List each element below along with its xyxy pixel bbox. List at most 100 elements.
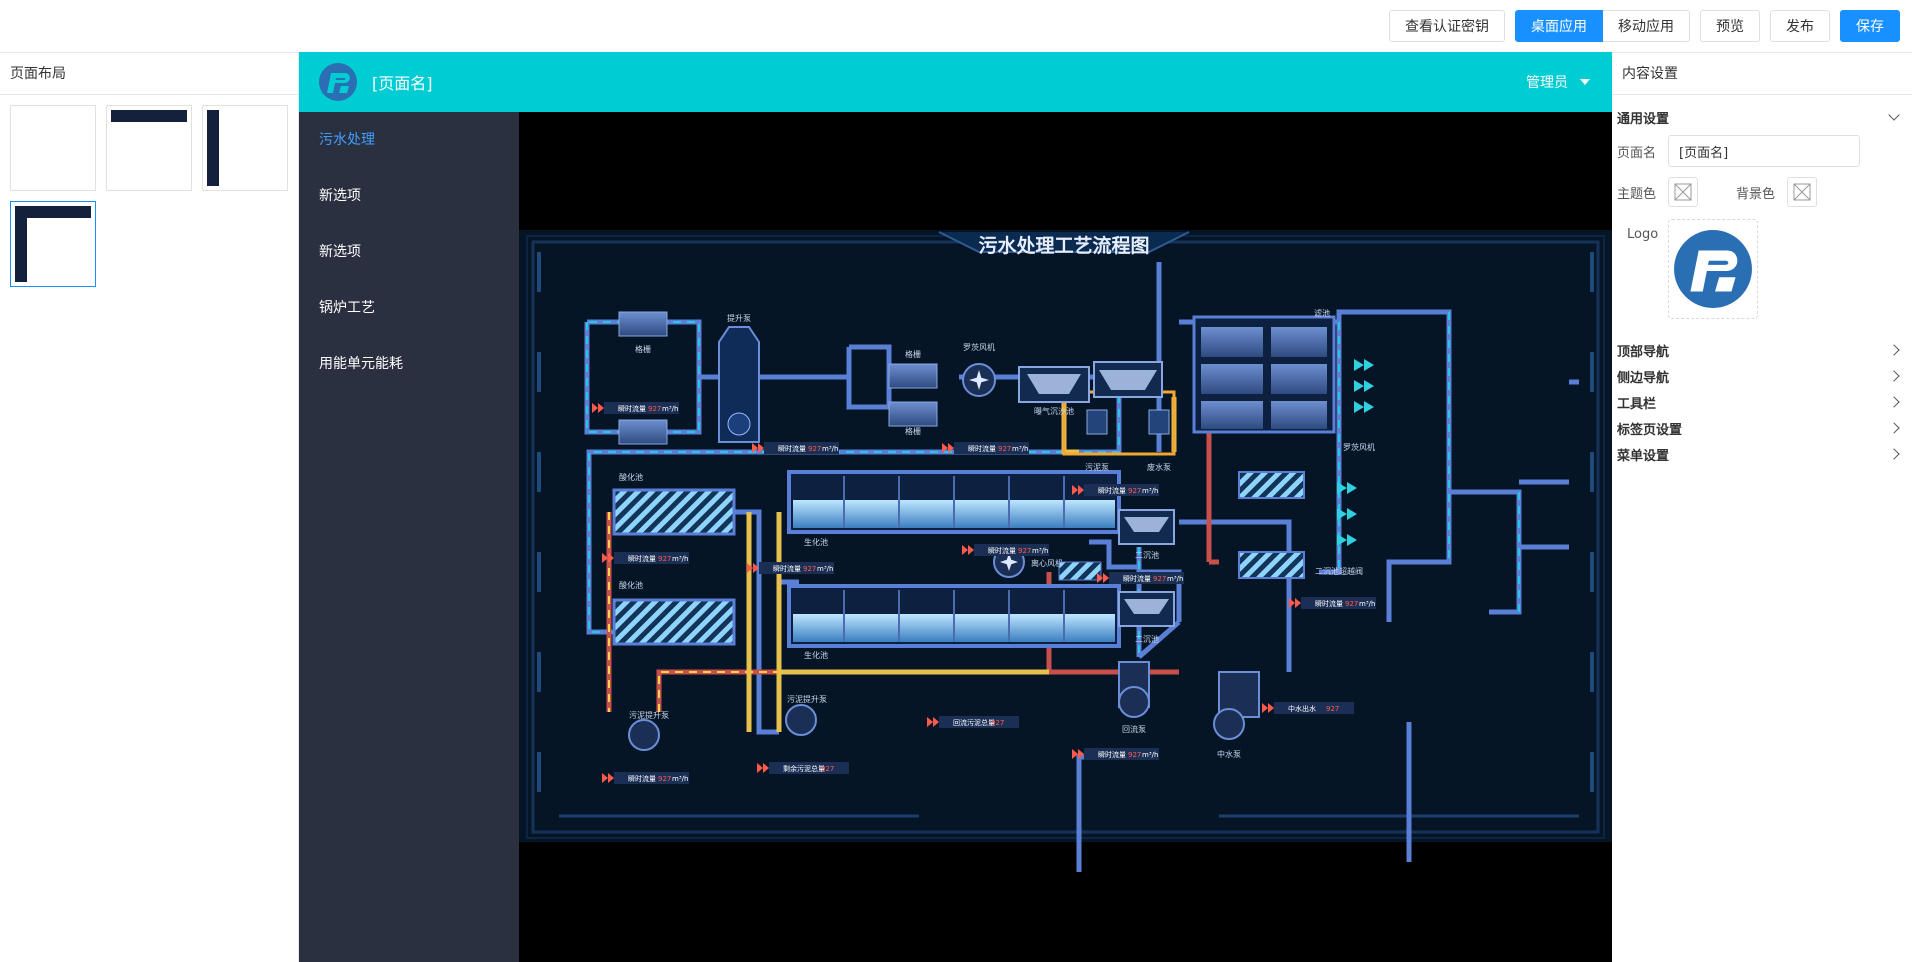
- empty-color-icon: [1793, 183, 1811, 201]
- sidebar-item-1[interactable]: 新选项: [319, 188, 361, 204]
- flow-value-7: 927: [1128, 487, 1141, 495]
- save-button[interactable]: 保存: [1840, 10, 1900, 42]
- page-name-row: 页面名 [页面名]: [1612, 133, 1912, 169]
- flow-unit-4: m³/h: [672, 555, 688, 563]
- settings-section-label: 侧边导航: [1617, 370, 1670, 386]
- user-name: 管理员: [1526, 75, 1568, 91]
- panel-title: 内容设置: [1612, 53, 1912, 95]
- theme-color-picker[interactable]: [1668, 177, 1699, 207]
- settings-section-3[interactable]: 标签页设置: [1612, 415, 1912, 441]
- sidebar-item-0[interactable]: 污水处理: [319, 132, 375, 148]
- reclaimed-outlet-label: 中水出水: [1288, 704, 1316, 713]
- content-settings-panel: 内容设置 通用设置 页面名 [页面名] 主题色 背景色 Logo: [1612, 52, 1912, 962]
- app-type-toggle: 桌面应用 移动应用: [1515, 10, 1690, 42]
- caret-down-icon: [1580, 79, 1590, 85]
- flow-label-4: 瞬时流量: [628, 554, 656, 563]
- flow-unit-2: m³/h: [822, 445, 838, 453]
- view-auth-key-button[interactable]: 查看认证密钥: [1389, 10, 1505, 42]
- label-acid-tank-1: 酸化池: [619, 472, 643, 482]
- settings-section-1[interactable]: 侧边导航: [1612, 363, 1912, 389]
- preview-header: [页面名] 管理员: [299, 52, 1612, 112]
- label-sludge-pump: 污泥泵: [1085, 462, 1109, 472]
- flow-value-4: 927: [658, 555, 671, 563]
- desktop-app-button[interactable]: 桌面应用: [1515, 10, 1603, 42]
- logo-uploader[interactable]: [1668, 219, 1759, 319]
- preview-content: 污水处理工艺流程图: [519, 112, 1612, 962]
- diagram-title: 污水处理工艺流程图: [978, 234, 1149, 257]
- flow-unit-10: m³/h: [672, 775, 688, 783]
- label-sludge-lift-pump-2: 污泥提升泵: [787, 694, 827, 704]
- chevron-right-icon: [1888, 370, 1900, 382]
- label-roots-blower: 罗茨风机: [963, 342, 995, 352]
- flow-label-6: 瞬时流量: [988, 546, 1016, 555]
- flow-label-3: 瞬时流量: [968, 444, 996, 453]
- label-bio-tank-1: 生化池: [804, 537, 828, 547]
- flow-value-8: 927: [1153, 575, 1166, 583]
- flow-label-5: 瞬时流量: [773, 564, 801, 573]
- label-grid-3: 格栅: [905, 426, 921, 436]
- label-grid: 格栅: [635, 344, 651, 354]
- label-secondary-outlet: 二沉池超越阀: [1315, 566, 1363, 576]
- preview-sidebar: 污水处理新选项新选项锅炉工艺用能单元能耗: [299, 112, 519, 962]
- flow-value-3: 927: [998, 445, 1011, 453]
- general-settings-label: 通用设置: [1617, 111, 1670, 127]
- sidebar-item-3[interactable]: 锅炉工艺: [319, 300, 375, 316]
- layout-top-and-side-nav[interactable]: [10, 201, 96, 287]
- grid-screens: [618, 311, 938, 445]
- settings-section-label: 菜单设置: [1617, 448, 1670, 464]
- page-preview: [页面名] 管理员 污水处理新选项新选项锅炉工艺用能单元能耗: [299, 52, 1612, 962]
- label-acid-tank-2: 酸化池: [619, 580, 643, 590]
- empty-color-icon: [1674, 183, 1692, 201]
- page-name-input[interactable]: [页面名]: [1668, 135, 1861, 167]
- layout-blank[interactable]: [10, 105, 96, 191]
- chevron-right-icon: [1888, 344, 1900, 356]
- layout-side-nav[interactable]: [202, 105, 288, 191]
- logo-image-icon: [1674, 230, 1753, 308]
- panel-title: 页面布局: [0, 53, 298, 95]
- settings-section-4[interactable]: 菜单设置: [1612, 441, 1912, 467]
- flow-value-11: 927: [1128, 751, 1141, 759]
- flow-label-11: 瞬时流量: [1098, 750, 1126, 759]
- bg-color-picker[interactable]: [1787, 177, 1818, 207]
- label-grid-2: 格栅: [905, 349, 921, 359]
- user-menu[interactable]: 管理员: [1526, 52, 1590, 112]
- excess-sludge-value: 927: [821, 765, 834, 773]
- flow-unit-8: m³/h: [1167, 575, 1183, 583]
- chevron-right-icon: [1888, 422, 1900, 434]
- excess-sludge-label: 剩余污泥总量: [783, 764, 825, 773]
- publish-button[interactable]: 发布: [1770, 10, 1830, 42]
- mobile-app-button[interactable]: 移动应用: [1603, 10, 1690, 42]
- reflux-sludge-label: 回流污泥总量: [953, 718, 995, 727]
- sidebar-item-4[interactable]: 用能单元能耗: [319, 356, 403, 372]
- chevron-right-icon: [1888, 448, 1900, 460]
- general-settings-header[interactable]: 通用设置: [1612, 101, 1912, 133]
- preview-button[interactable]: 预览: [1700, 10, 1760, 42]
- label-drain-pump: 废水泵: [1147, 462, 1171, 472]
- reclaimed-outlet-value: 927: [1326, 705, 1339, 713]
- flow-unit-3: m³/h: [1012, 445, 1028, 453]
- flow-label-9: 瞬时流量: [1315, 599, 1343, 608]
- settings-section-2[interactable]: 工具栏: [1612, 389, 1912, 415]
- flow-value-5: 927: [803, 565, 816, 573]
- bg-color-label: 背景色: [1736, 186, 1776, 202]
- label-reclaimed-pump: 中水泵: [1217, 749, 1241, 759]
- page-name-label: 页面名: [1617, 145, 1657, 161]
- flow-unit-1: m³/h: [662, 405, 678, 413]
- reflux-sludge-value: 927: [991, 719, 1004, 727]
- flow-value-10: 927: [658, 775, 671, 783]
- label-bio-tank-2: 生化池: [804, 650, 828, 660]
- page-layout-panel: 页面布局: [0, 52, 299, 962]
- label-centrifugal-blower: 离心风机: [1031, 558, 1063, 568]
- flow-unit-9: m³/h: [1359, 600, 1375, 608]
- theme-color-label: 主题色: [1617, 186, 1657, 202]
- chevron-right-icon: [1888, 396, 1900, 408]
- label-secondary-clarifier-2: 二沉池: [1135, 634, 1159, 644]
- settings-section-0[interactable]: 顶部导航: [1612, 337, 1912, 363]
- label-secondary-clarifier-1: 二沉池: [1135, 550, 1159, 560]
- settings-sections: 顶部导航侧边导航工具栏标签页设置菜单设置: [1612, 337, 1912, 467]
- sidebar-item-2[interactable]: 新选项: [319, 244, 361, 260]
- settings-section-label: 标签页设置: [1617, 422, 1683, 438]
- flow-value-9: 927: [1345, 600, 1358, 608]
- layout-top-nav[interactable]: [106, 105, 192, 191]
- app-logo-icon: [319, 63, 357, 101]
